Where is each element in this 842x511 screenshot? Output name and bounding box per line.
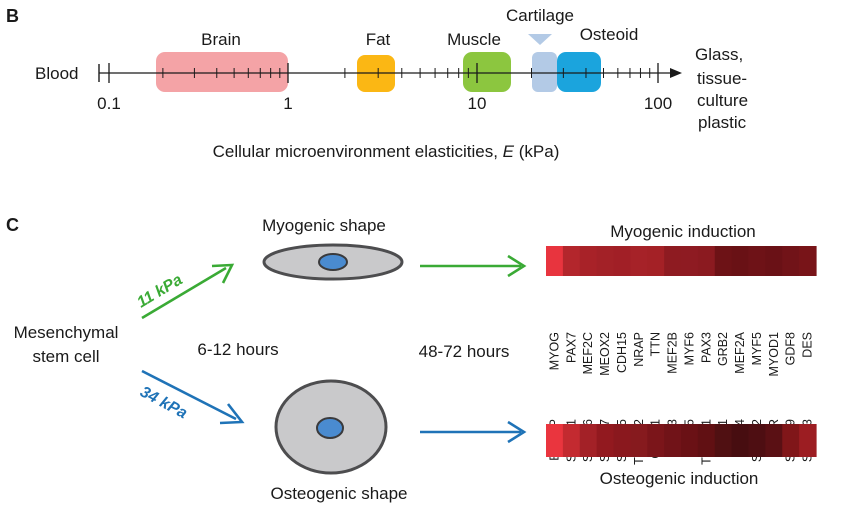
myo-stiffness-label: 11 kPa <box>134 271 185 311</box>
myogenic-gene-label: NRAP <box>632 332 646 367</box>
myogenic-gene-label: MYF6 <box>682 332 696 365</box>
osteo-induction-arrowhead-icon <box>507 420 527 444</box>
axis-ticks <box>108 63 659 83</box>
osteogenic-heat-cell <box>562 424 581 457</box>
osteogenic-heat-cell <box>731 424 750 457</box>
glass-label-line4: plastic <box>698 113 747 132</box>
tick-label-0-1: 0.1 <box>97 94 121 113</box>
muscle-range-box <box>463 52 511 92</box>
osteogenic-heat-cell <box>546 424 564 457</box>
muscle-label: Muscle <box>447 30 501 49</box>
myogenic-gene-label: MEOX2 <box>598 332 612 376</box>
osteogenic-heat-cell <box>681 424 699 457</box>
msc-label-line1: Mesenchymal <box>14 323 119 342</box>
myogenic-gene-label: MYOG <box>547 332 561 370</box>
myogenic-cell-nucleus <box>318 253 348 271</box>
myo-induction-arrowhead-icon <box>507 254 527 278</box>
myogenic-induction-label: Myogenic induction <box>610 222 756 241</box>
tick-label-10: 10 <box>468 94 487 113</box>
osteogenic-heat-cell <box>765 424 783 457</box>
myogenic-gene-label: MEF2C <box>581 332 595 374</box>
osteogenic-heat-cell <box>630 424 648 457</box>
time-early-label: 6-12 hours <box>197 340 278 359</box>
tick-label-100: 100 <box>644 94 672 113</box>
cartilage-label: Cartilage <box>506 6 574 25</box>
cartilage-marker-icon <box>528 34 552 45</box>
osteoid-label: Osteoid <box>580 25 639 44</box>
myogenic-heat-cell <box>647 246 665 276</box>
myogenic-heat-cell <box>664 246 682 276</box>
myogenic-heat-cell <box>748 246 766 276</box>
brain-label: Brain <box>201 30 241 49</box>
myogenic-heat-cell <box>630 246 648 276</box>
osteogenic-heat-cell <box>596 424 615 457</box>
glass-label-line2: tissue- <box>697 69 747 88</box>
osteogenic-heat-cell <box>647 424 665 457</box>
myogenic-heat-cell <box>579 246 598 276</box>
osteogenic-heatmap <box>546 424 817 457</box>
myogenic-heat-cell <box>681 246 699 276</box>
fat-label: Fat <box>366 30 391 49</box>
glass-label-line1: Glass, <box>695 45 743 64</box>
myogenic-heat-cell <box>731 246 750 276</box>
myogenic-gene-label: PAX3 <box>699 332 713 363</box>
myogenic-gene-label: TTN <box>649 332 663 356</box>
osteogenic-shape-label: Osteogenic shape <box>270 484 407 503</box>
osteogenic-heat-cell <box>579 424 598 457</box>
myogenic-heat-cell <box>799 246 817 276</box>
myo-stiffness-arrow <box>141 266 227 320</box>
osteo-stiffness-arrowhead-icon <box>219 403 245 425</box>
myogenic-gene-label: MYF5 <box>750 332 764 365</box>
panel-b-label: B <box>6 6 19 26</box>
osteogenic-heat-cell <box>697 424 716 457</box>
myogenic-heat-cell <box>697 246 716 276</box>
msc-label-line2: stem cell <box>32 347 99 366</box>
myogenic-gene-label: GRB2 <box>716 332 730 366</box>
tick-label-1: 1 <box>283 94 292 113</box>
osteo-stiffness-arrow <box>141 369 237 421</box>
myogenic-heat-cell <box>714 246 733 276</box>
osteogenic-heat-cell <box>748 424 766 457</box>
myogenic-heat-cell <box>782 246 800 276</box>
osteogenic-heat-cell <box>714 424 733 457</box>
osteo-stiffness-label: 34 kPa <box>137 384 190 423</box>
myogenic-heat-cell <box>765 246 783 276</box>
myo-stiffness-arrowhead-icon <box>211 263 235 284</box>
time-late-label: 48-72 hours <box>419 342 510 361</box>
cartilage-range-box <box>532 52 557 92</box>
osteogenic-heat-cell <box>782 424 800 457</box>
myogenic-gene-label: CDH15 <box>615 332 629 373</box>
myogenic-heatmap <box>546 246 817 276</box>
myogenic-heat-cell <box>596 246 615 276</box>
elasticity-axis-title: Cellular microenvironment elasticities, … <box>213 142 560 161</box>
osteoid-range-box <box>557 52 601 92</box>
myogenic-heat-cell <box>562 246 581 276</box>
myogenic-gene-label: MEF2B <box>666 332 680 374</box>
osteogenic-heat-cell <box>613 424 631 457</box>
myogenic-gene-label: MYOD1 <box>767 332 781 377</box>
panel-c-label: C <box>6 215 19 235</box>
osteogenic-heat-cell <box>799 424 817 457</box>
blood-label: Blood <box>35 64 78 83</box>
myogenic-gene-label: PAX7 <box>564 332 578 363</box>
myogenic-gene-label: GDF8 <box>784 332 798 365</box>
myogenic-heat-cell <box>546 246 564 276</box>
osteogenic-heat-cell <box>664 424 682 457</box>
myogenic-gene-label: MEF2A <box>733 331 747 373</box>
osteogenic-induction-label: Osteogenic induction <box>600 469 759 488</box>
myogenic-shape-label: Myogenic shape <box>262 216 386 235</box>
myogenic-gene-label: DES <box>801 332 815 358</box>
glass-label-line3: culture <box>697 91 748 110</box>
brain-range-box <box>156 52 288 92</box>
myogenic-heat-cell <box>613 246 631 276</box>
osteogenic-cell-nucleus <box>316 417 344 439</box>
